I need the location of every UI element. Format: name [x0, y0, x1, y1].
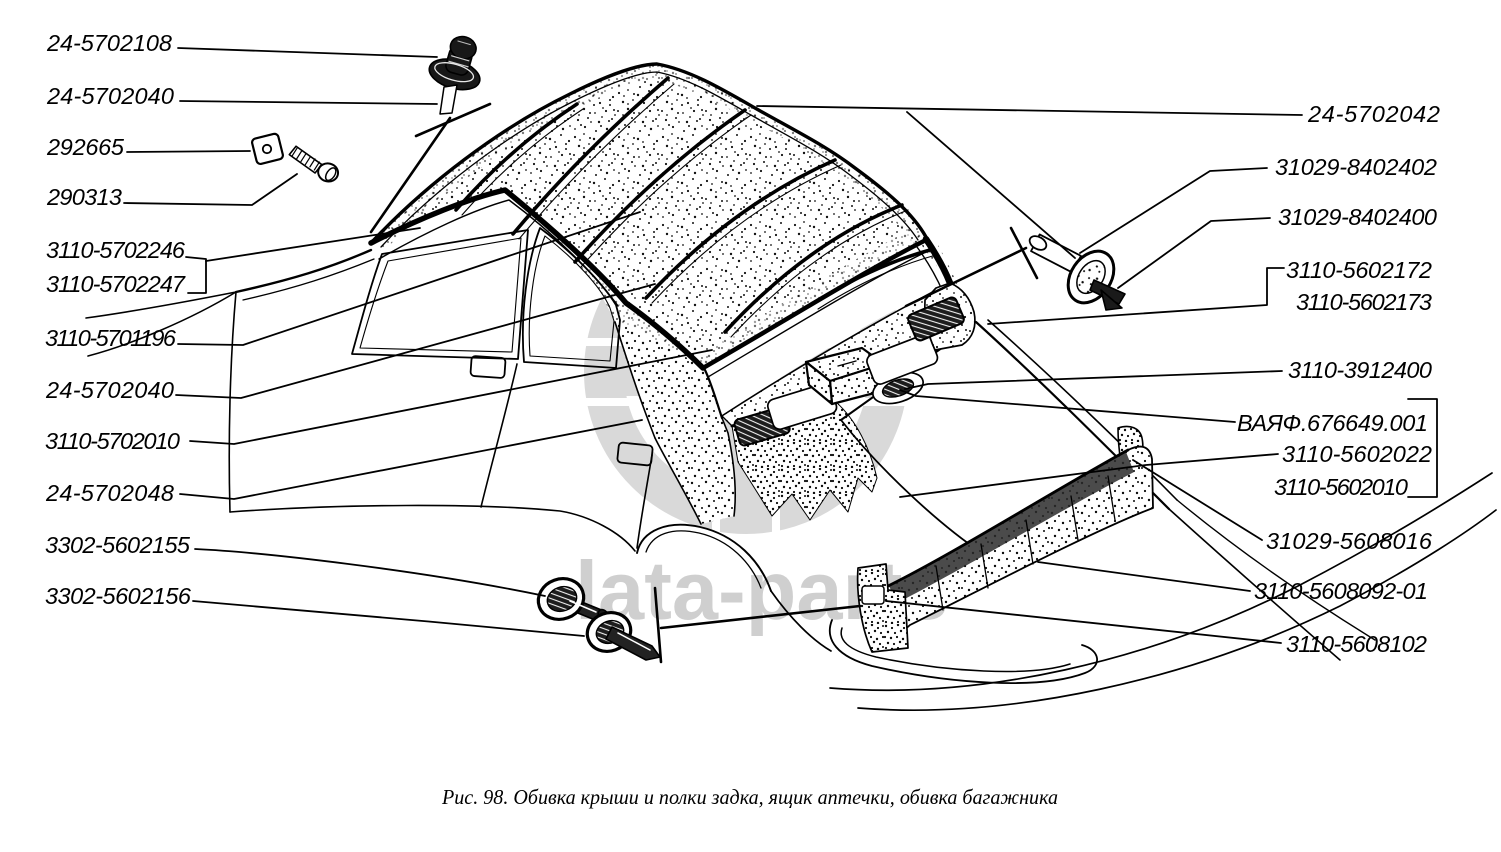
- svg-text:31029-8402400: 31029-8402400: [1278, 204, 1437, 230]
- svg-text:3302-5602156: 3302-5602156: [45, 583, 192, 609]
- svg-text:3110-5602010: 3110-5602010: [1274, 474, 1408, 500]
- svg-text:24-5702108: 24-5702108: [46, 30, 172, 56]
- svg-text:290313: 290313: [46, 184, 122, 210]
- svg-text:292665: 292665: [46, 134, 125, 160]
- svg-text:24-5702040: 24-5702040: [46, 83, 174, 109]
- svg-text:3110-5602172: 3110-5602172: [1286, 257, 1432, 283]
- svg-text:3110-5702247: 3110-5702247: [46, 271, 186, 297]
- svg-text:24-5702042: 24-5702042: [1307, 101, 1440, 127]
- svg-text:24-5702040: 24-5702040: [45, 377, 174, 403]
- svg-text:3110-3912400: 3110-3912400: [1288, 357, 1432, 383]
- svg-text:31029-8402402: 31029-8402402: [1275, 154, 1437, 180]
- svg-text:3110-5702010: 3110-5702010: [45, 428, 180, 454]
- svg-text:3110-5701196: 3110-5701196: [45, 325, 177, 351]
- svg-text:31029-5608016: 31029-5608016: [1266, 528, 1433, 554]
- svg-text:3110-5608092-01: 3110-5608092-01: [1254, 578, 1428, 604]
- svg-text:ВАЯФ.676649.001: ВАЯФ.676649.001: [1237, 410, 1428, 436]
- svg-text:3110-5602022: 3110-5602022: [1282, 441, 1432, 467]
- svg-text:3302-5602155: 3302-5602155: [45, 532, 191, 558]
- svg-text:3110-5608102: 3110-5608102: [1286, 631, 1427, 657]
- svg-text:24-5702048: 24-5702048: [45, 480, 174, 506]
- svg-text:3110-5602173: 3110-5602173: [1296, 289, 1432, 315]
- svg-text:Рис. 98. Обивка крыши и полки: Рис. 98. Обивка крыши и полки задка, ящи…: [441, 785, 1058, 809]
- svg-text:3110-5702246: 3110-5702246: [46, 237, 186, 263]
